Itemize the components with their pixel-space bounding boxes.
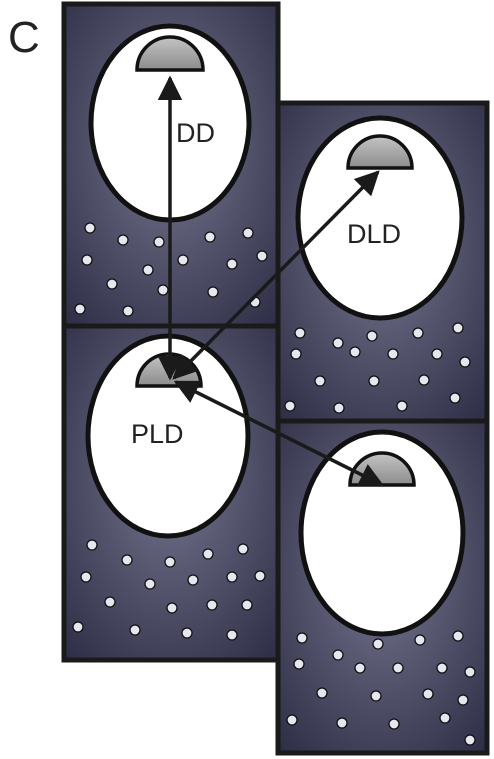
cell-dld: DLD — [278, 103, 487, 421]
cell-label-dd: DD — [176, 118, 215, 148]
cell-label-dld: DLD — [347, 219, 401, 249]
cell-label-pld: PLD — [131, 419, 184, 449]
cell-bottom-right — [278, 421, 487, 753]
panel-letter: C — [8, 13, 40, 62]
